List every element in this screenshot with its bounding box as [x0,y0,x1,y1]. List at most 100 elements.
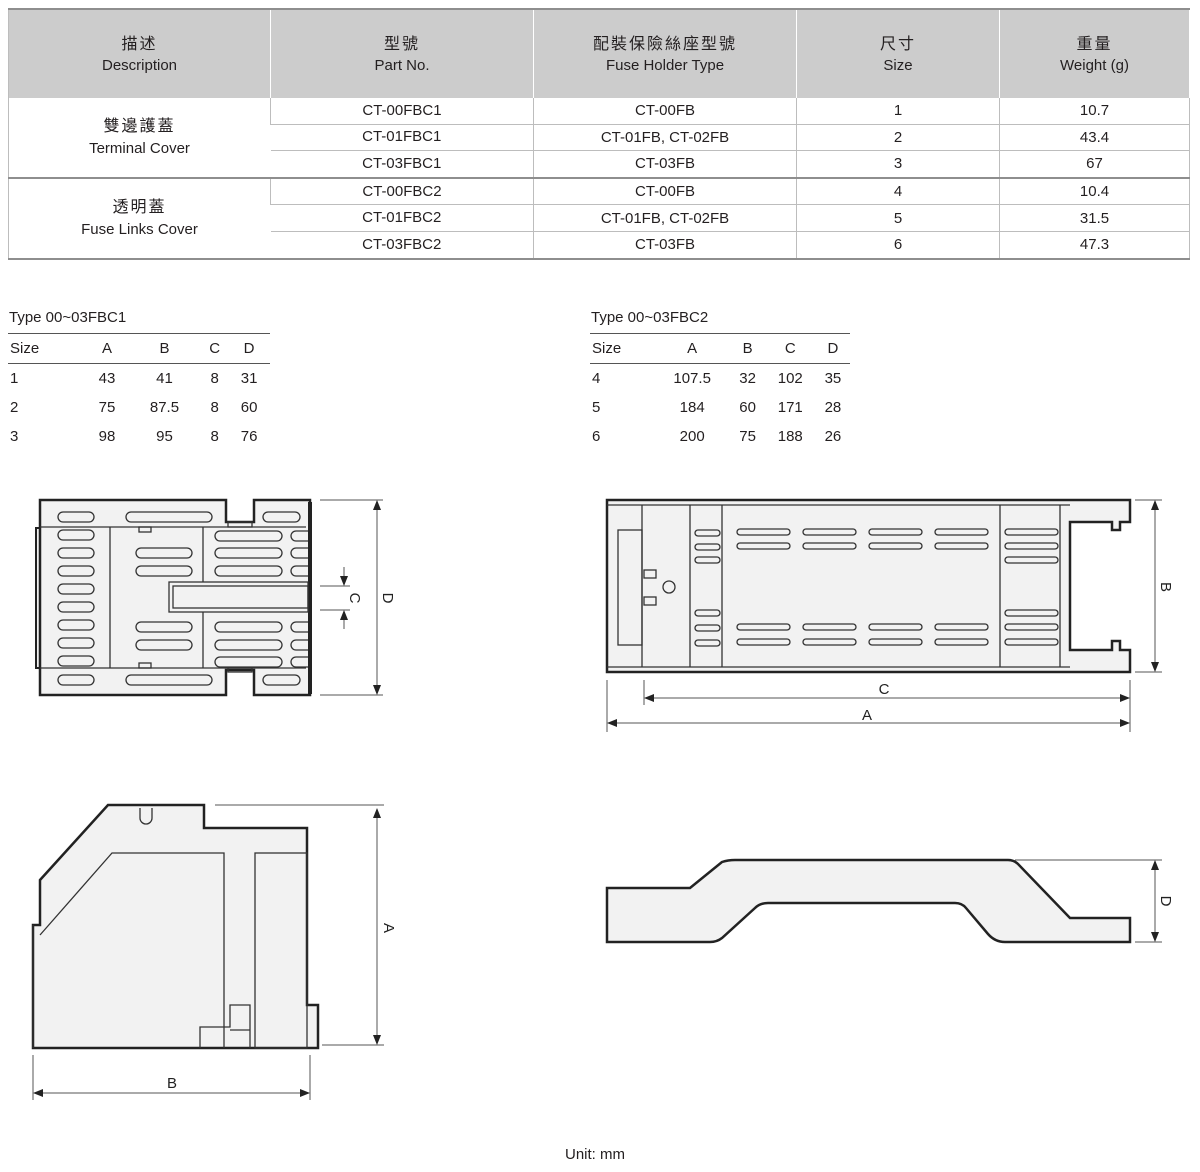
cell-holder: CT-00FB [533,98,797,125]
fbc2-side-view-drawing: D [605,858,1174,944]
header-part-no: 型號 Part No. [270,9,534,98]
dim-cell: 102 [777,370,803,387]
group-zh: 雙邊護蓋 [103,115,176,135]
cell-weight: 31.5 [999,204,1190,232]
cell-weight: 43.4 [999,124,1190,152]
table-row: CT-03FBC2 CT-03FB 6 47.3 [9,231,1190,260]
group-zh: 透明蓋 [112,196,167,216]
cell-size: 3 [796,150,1000,179]
dim-cell: 188 [777,428,803,445]
cell-size: 5 [796,204,1000,232]
dim-cell: A [653,333,731,364]
cell-weight: 47.3 [999,231,1190,260]
fbc2-top-view-drawing: B C A [605,498,1174,732]
dim-cell: 98 [98,428,116,445]
dim-cell: 171 [777,399,803,416]
dim-label-a: A [862,707,872,724]
dim-cell: 8 [210,370,219,387]
dim-table-title-fbc2: Type 00~03FBC2 [591,309,709,326]
dim-label-d: D [379,593,396,604]
table-row: 雙邊護蓋 Terminal Cover CT-00FBC1 CT-00FB 1 1… [8,98,1190,179]
cell-size: 6 [796,231,1000,260]
dim-cell: 60 [240,399,258,416]
dim-cell: 31 [240,370,258,387]
dim-cell: B [730,333,765,364]
dim-cell: 2 [10,399,19,416]
dim-cell: 28 [824,399,842,416]
dim-cell: 4 [592,370,601,387]
cell-holder: CT-03FB [533,150,797,179]
dim-cell: Size [590,333,654,364]
dim-cell: D [815,333,850,364]
dim-cell: 87.5 [149,399,180,416]
dim-cell: B [127,333,202,364]
header-zh: 重量 [1076,33,1113,53]
cell-part: CT-01FBC2 [270,204,534,232]
table-row: CT-01FBC1 CT-01FB, CT-02FB 2 43.4 [9,124,1190,152]
cell-size: 4 [796,176,1000,206]
dim-cell: 107.5 [673,370,711,387]
dim-cell: 35 [824,370,842,387]
unit-note: Unit: mm [565,1146,625,1163]
fbc1-side-view-drawing: A B [31,803,397,1100]
dim-label-b: B [167,1075,177,1092]
cell-size: 2 [796,124,1000,152]
group-en: Fuse Links Cover [81,220,198,238]
group-description: 透明蓋 Fuse Links Cover [8,176,271,260]
dim-cell: 95 [156,428,173,445]
group-en: Terminal Cover [89,139,190,157]
header-zh: 描述 [121,33,158,53]
dim-cell: 76 [240,428,258,445]
dim-label-c: C [346,593,363,604]
dim-cell: 184 [679,399,705,416]
header-weight: 重量 Weight (g) [999,9,1190,98]
header-en: Part No. [374,56,430,74]
dim-cell: 1 [10,370,19,387]
dim-cell: A [86,333,128,364]
dim-cell: 75 [98,399,116,416]
dim-label-a: A [380,923,397,933]
cell-size: 1 [796,98,1000,125]
dim-table-row: 3 98 95 8 76 [8,422,270,451]
cell-holder: CT-01FB, CT-02FB [533,124,797,152]
header-en: Description [101,56,178,74]
header-zh: 配裝保險絲座型號 [592,33,737,53]
dim-cell: 3 [10,428,19,445]
cell-weight: 10.7 [999,98,1190,125]
cell-weight: 10.4 [999,176,1190,206]
fbc1-top-view-drawing: C D [35,498,396,697]
header-en: Weight (g) [1060,56,1129,74]
header-description: 描述 Description [8,9,271,98]
dim-cell: 8 [210,428,219,445]
cell-holder: CT-01FB, CT-02FB [533,204,797,232]
cell-part: CT-00FBC1 [270,98,534,125]
dim-cell: 5 [592,399,601,416]
dim-label-d: D [1157,896,1174,907]
dim-cell: 32 [739,370,756,387]
dim-table-title-fbc1: Type 00~03FBC1 [9,309,127,326]
header-en: Size [883,56,913,74]
table-row: CT-03FBC1 CT-03FB 3 67 [9,150,1190,179]
dim-cell: 200 [679,428,705,445]
dim-cell: 43 [98,370,116,387]
cell-holder: CT-00FB [533,176,797,206]
group-description: 雙邊護蓋 Terminal Cover [8,98,271,179]
dim-cell: 75 [739,428,756,445]
cell-holder: CT-03FB [533,231,797,260]
header-zh: 型號 [383,33,420,53]
dim-label-b: B [1157,582,1174,592]
cell-part: CT-00FBC2 [270,176,534,206]
dim-cell: 26 [824,428,842,445]
